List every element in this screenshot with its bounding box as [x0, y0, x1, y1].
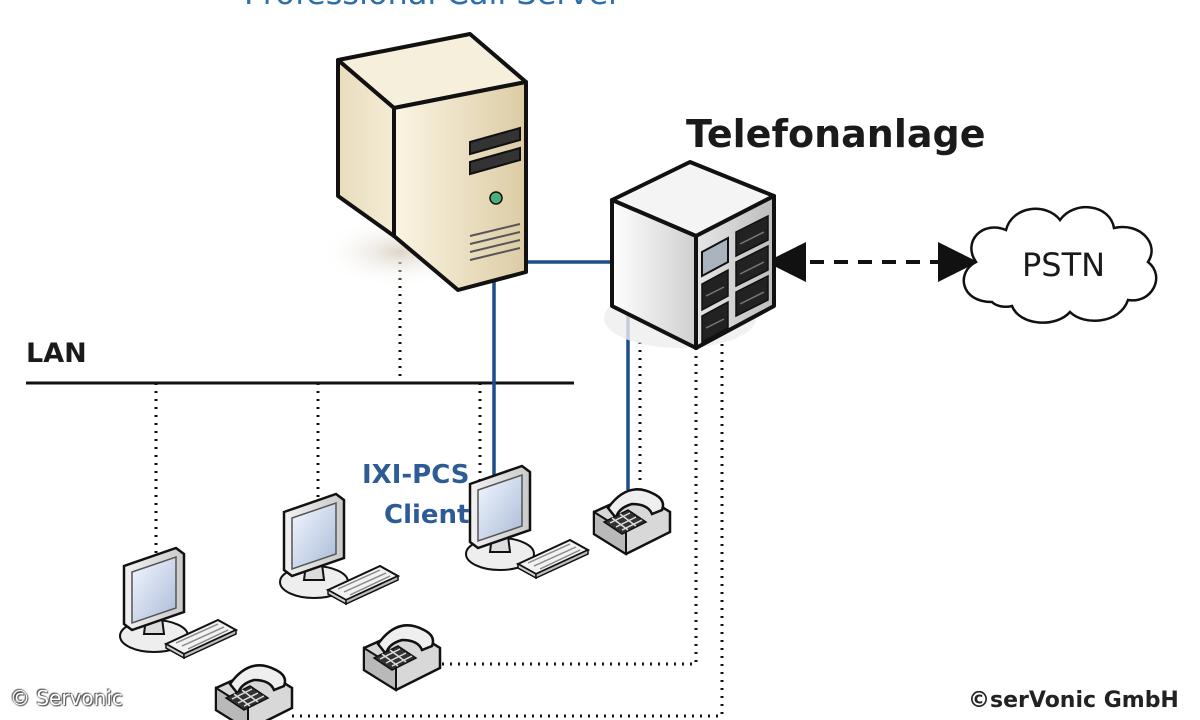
pbx-phone-links — [292, 342, 724, 718]
copyright-text: ©serVonic GmbH — [968, 688, 1179, 713]
lan-label: LAN — [26, 338, 87, 369]
desk-phone-icon — [592, 488, 672, 556]
pbx-icon — [604, 160, 776, 350]
client-label-line1: IXI-PCS — [362, 460, 470, 490]
lan-dotted-links — [154, 262, 482, 556]
pbx-label: Telefonanlage — [686, 112, 986, 156]
cti-link — [492, 260, 630, 490]
monitor-icon — [278, 492, 350, 600]
client-label-line2: Client — [384, 500, 470, 530]
desk-phone-icon — [214, 664, 294, 720]
monitor-icon — [464, 464, 536, 572]
server-label: Professional Call Server — [244, 0, 621, 12]
watermark-copyright: © Servonic — [10, 686, 123, 710]
monitor-icon — [118, 546, 190, 654]
desk-phone-icon — [362, 624, 442, 692]
server-icon — [318, 32, 528, 292]
pstn-label: PSTN — [1022, 246, 1106, 284]
cloud-icon — [962, 206, 1158, 324]
workstation-3 — [464, 464, 672, 579]
workstation-1 — [118, 546, 294, 720]
